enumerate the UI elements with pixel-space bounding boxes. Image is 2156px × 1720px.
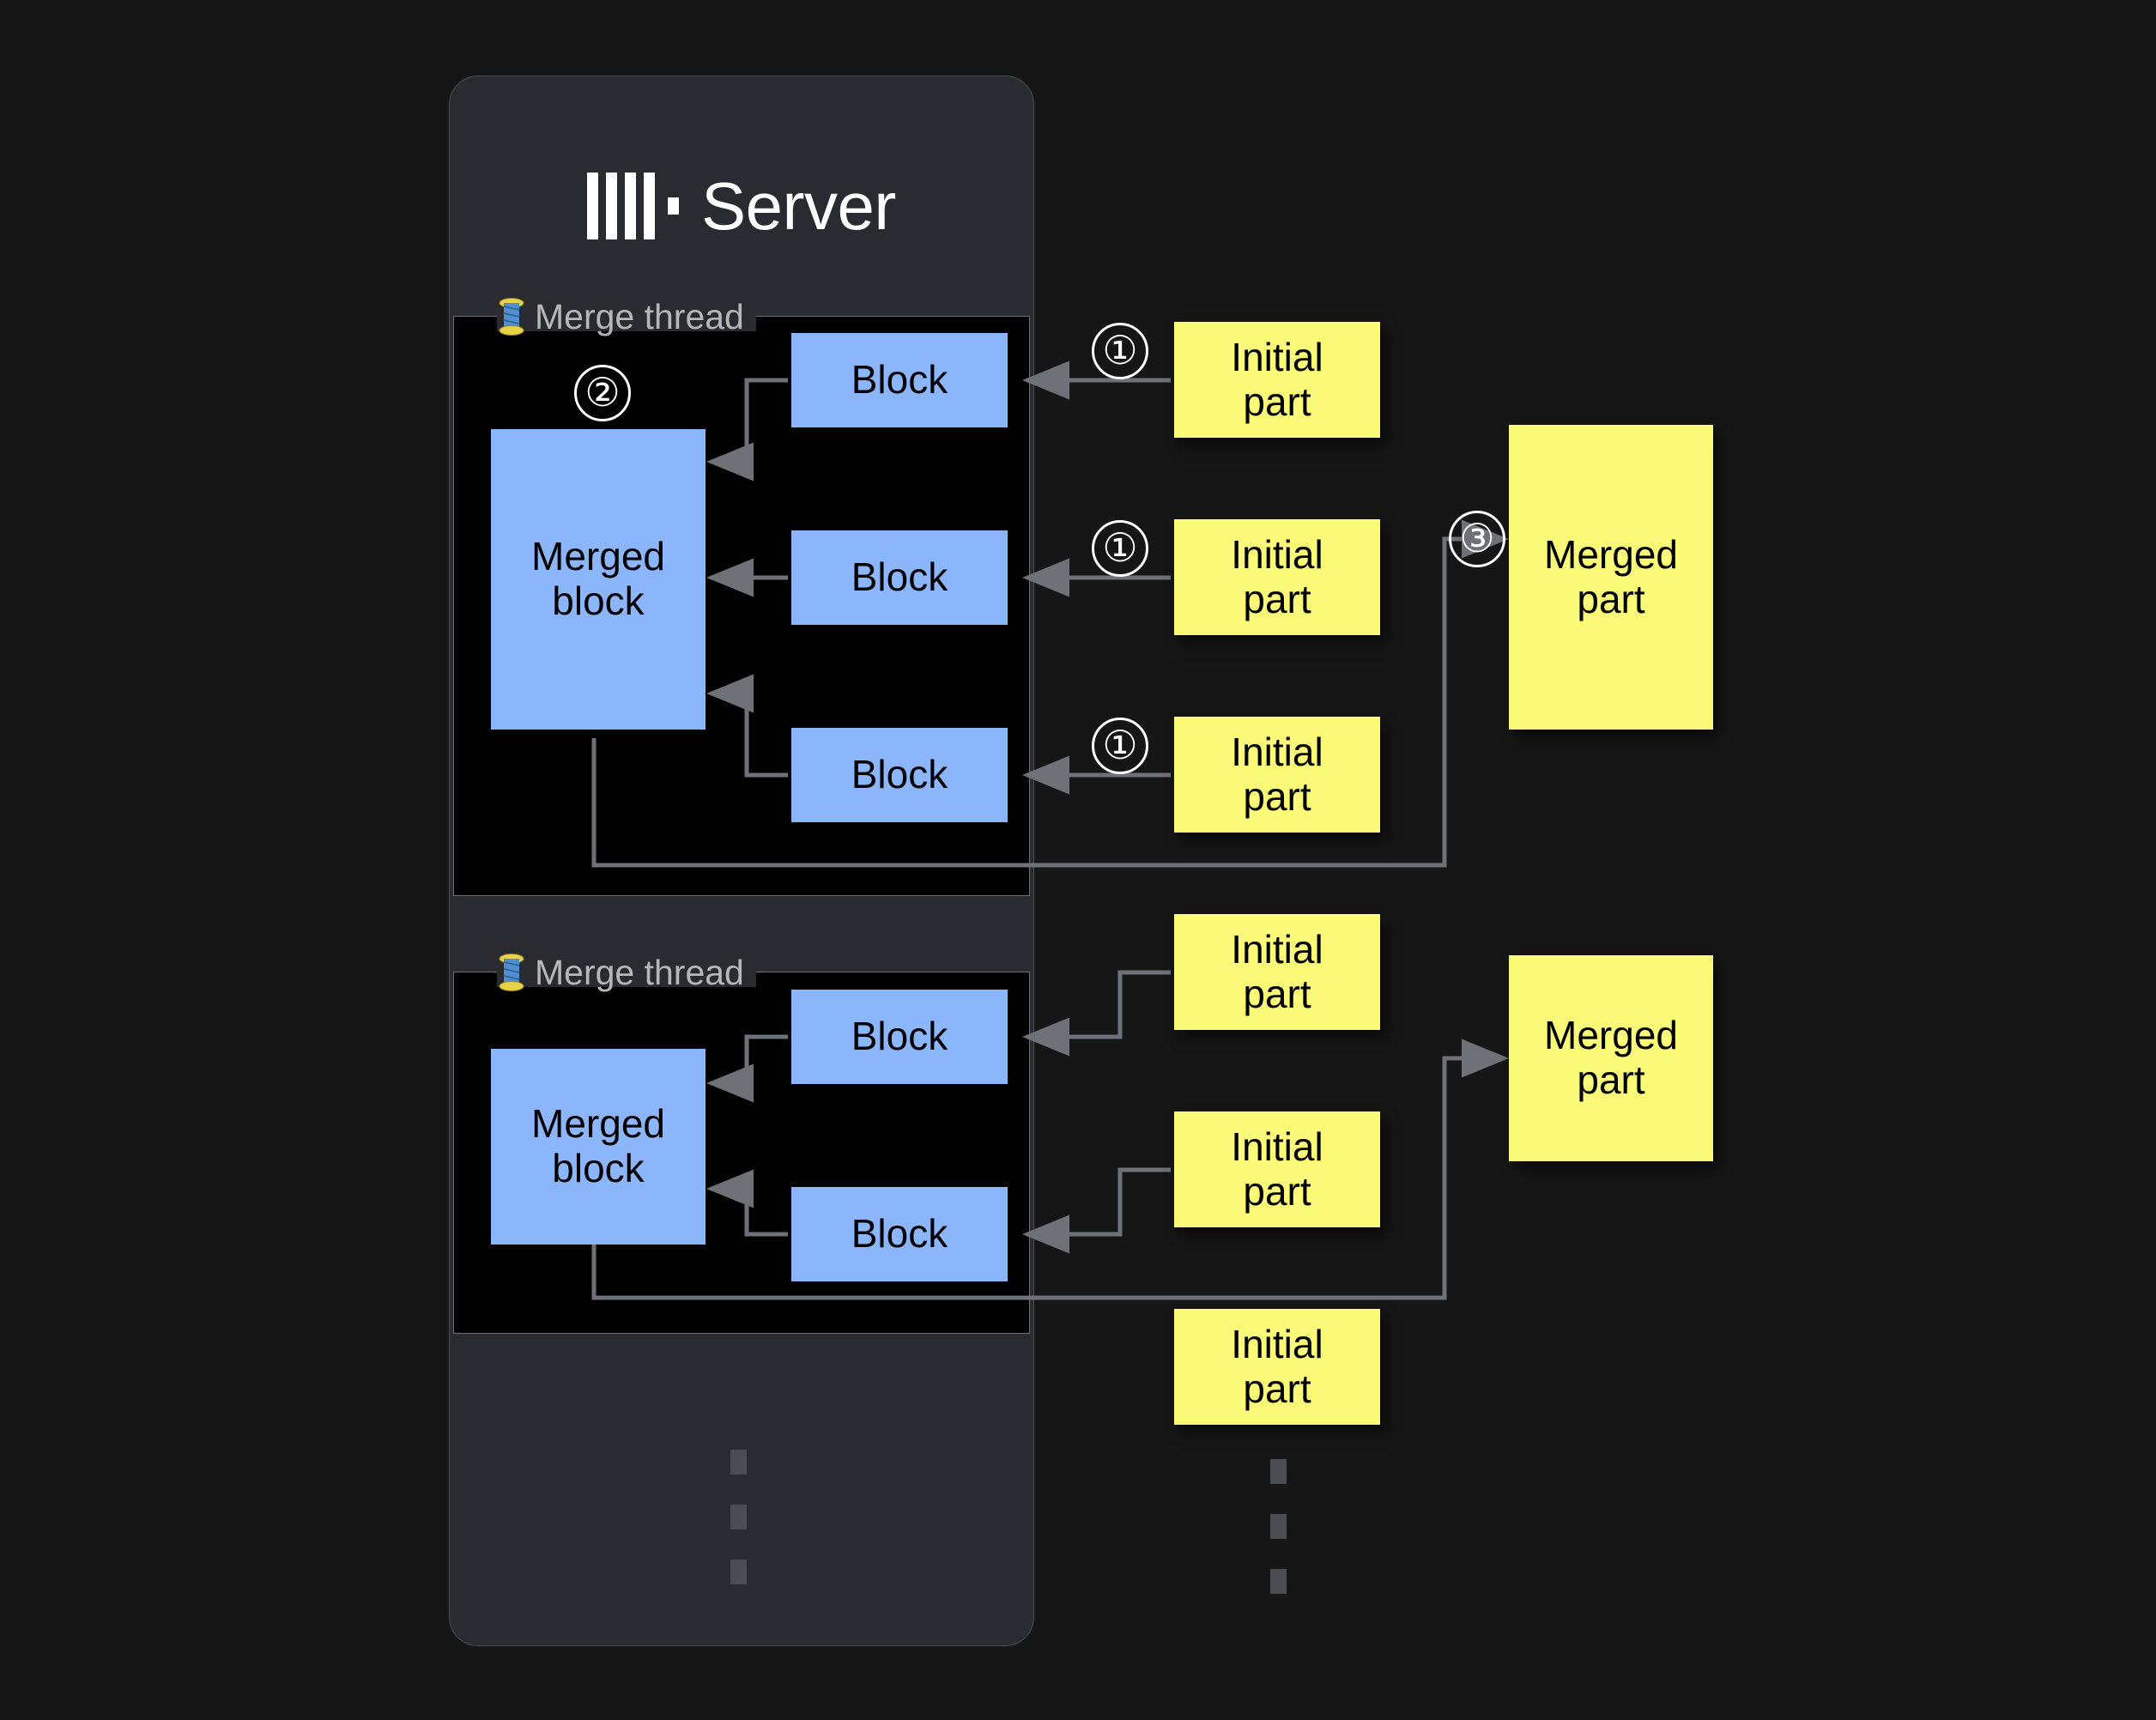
merged-part-2: Merged part bbox=[1509, 955, 1713, 1161]
initial-part-4: Initial part bbox=[1174, 914, 1380, 1030]
initial-part-2: Initial part bbox=[1174, 519, 1380, 635]
merged-part-1: Merged part bbox=[1509, 425, 1713, 730]
initial-part-6: Initial part bbox=[1174, 1309, 1380, 1425]
block-5: Block bbox=[791, 1187, 1008, 1281]
initial-part-1: Initial part bbox=[1174, 322, 1380, 438]
merged-block-2: Merged block bbox=[491, 1049, 706, 1245]
initial-part-3: Initial part bbox=[1174, 717, 1380, 833]
ellipsis-dot bbox=[730, 1505, 747, 1529]
step-badge-1-c: ① bbox=[1092, 718, 1148, 774]
block-3: Block bbox=[791, 728, 1008, 822]
merge-thread-1-label: Merge thread bbox=[535, 296, 744, 336]
thread-spool-icon bbox=[499, 954, 524, 991]
block-1: Block bbox=[791, 333, 1008, 427]
clickhouse-logo-icon bbox=[587, 173, 680, 239]
merge-thread-2-label: Merge thread bbox=[535, 952, 744, 992]
ellipsis-dot bbox=[1270, 1514, 1287, 1539]
parts-ellipsis bbox=[1270, 1459, 1287, 1624]
step-badge-2: ② bbox=[574, 365, 631, 421]
step-badge-1-a: ① bbox=[1092, 323, 1148, 379]
wire-initial-part-5-to-block-5 bbox=[1022, 1167, 1171, 1254]
ellipsis-dot bbox=[1270, 1459, 1287, 1484]
server-title: Server bbox=[701, 168, 896, 244]
block-2: Block bbox=[791, 530, 1008, 625]
ellipsis-dot bbox=[730, 1560, 747, 1584]
initial-part-5: Initial part bbox=[1174, 1111, 1380, 1227]
block-4: Block bbox=[791, 990, 1008, 1084]
merge-thread-2-legend: Merge thread bbox=[497, 946, 756, 999]
wire-initial-part-4-to-block-4 bbox=[1022, 970, 1171, 1057]
ellipsis-dot bbox=[1270, 1569, 1287, 1594]
merge-thread-1-legend: Merge thread bbox=[497, 290, 756, 343]
step-badge-1-b: ① bbox=[1092, 520, 1148, 577]
server-header: Server bbox=[450, 159, 1033, 253]
ellipsis-dot bbox=[730, 1450, 747, 1475]
merged-block-1: Merged block bbox=[491, 429, 706, 730]
step-badge-3: ③ bbox=[1449, 511, 1505, 567]
thread-spool-icon bbox=[499, 298, 524, 336]
server-ellipsis bbox=[730, 1450, 747, 1614]
